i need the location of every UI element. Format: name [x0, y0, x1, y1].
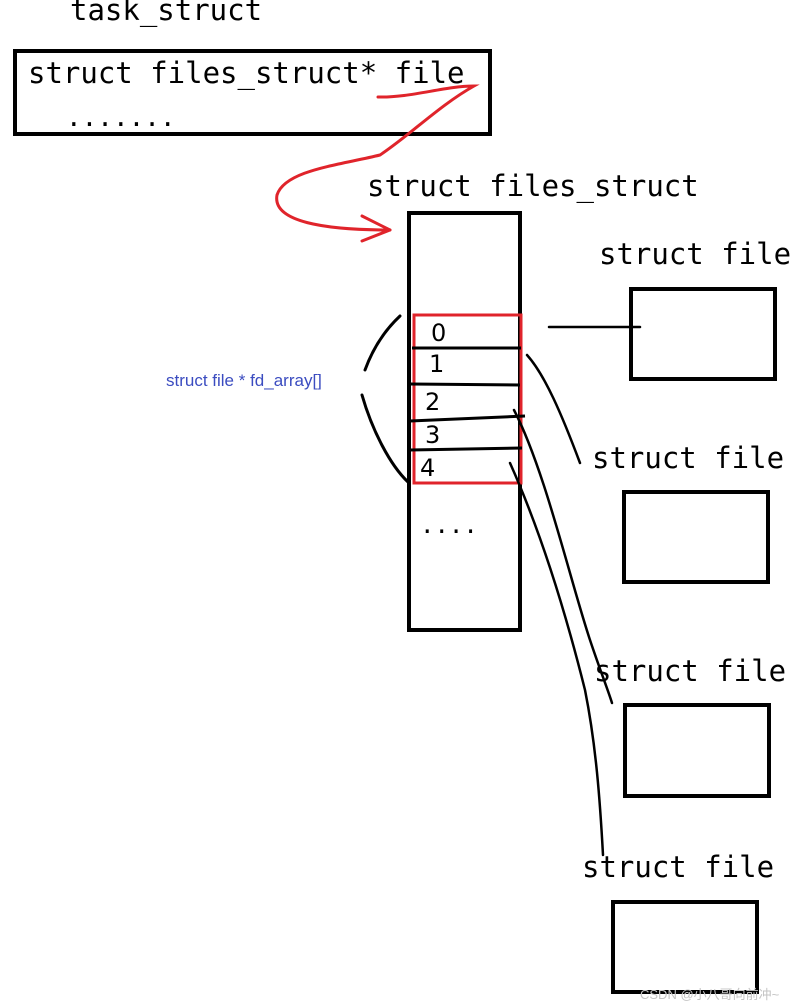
pointer-arrow: [275, 84, 480, 232]
fd-slot-1: 1: [429, 350, 444, 378]
files-struct-title: struct files_struct: [367, 169, 699, 204]
slot-divider: [409, 382, 521, 387]
task-struct-box: [13, 49, 492, 136]
fd-array-highlight: [412, 313, 523, 485]
slot-divider: [409, 414, 526, 423]
file-box-0: [629, 287, 777, 381]
watermark: CSDN @小八哥向前冲~: [640, 987, 780, 1002]
file-label-2: struct file: [594, 654, 786, 688]
file-box-2: [623, 703, 771, 798]
task-struct-field: struct files_struct* file: [28, 56, 465, 91]
file-box-3: [611, 900, 759, 994]
files-struct-ellipsis: ....: [420, 511, 478, 539]
connector-fd2: [512, 408, 614, 705]
file-label-1: struct file: [592, 441, 784, 475]
connector-fd1: [525, 353, 582, 465]
connector-fd4: [508, 461, 605, 857]
fd-slot-3: 3: [425, 421, 440, 449]
fd-array-label: struct file * fd_array[]: [166, 371, 322, 390]
slot-divider: [409, 446, 523, 452]
fd-array-brace: [360, 314, 410, 484]
file-label-3: struct file: [582, 850, 774, 884]
fd-slot-2: 2: [425, 388, 440, 416]
task-struct-title: task_struct: [70, 0, 262, 28]
file-box-1: [622, 490, 770, 584]
fd-slot-0: 0: [431, 319, 446, 347]
pointer-arrow-head: [360, 214, 392, 243]
task-struct-ellipsis: .......: [66, 103, 176, 133]
file-label-0: struct file: [599, 237, 791, 271]
fd-slot-4: 4: [420, 454, 435, 482]
